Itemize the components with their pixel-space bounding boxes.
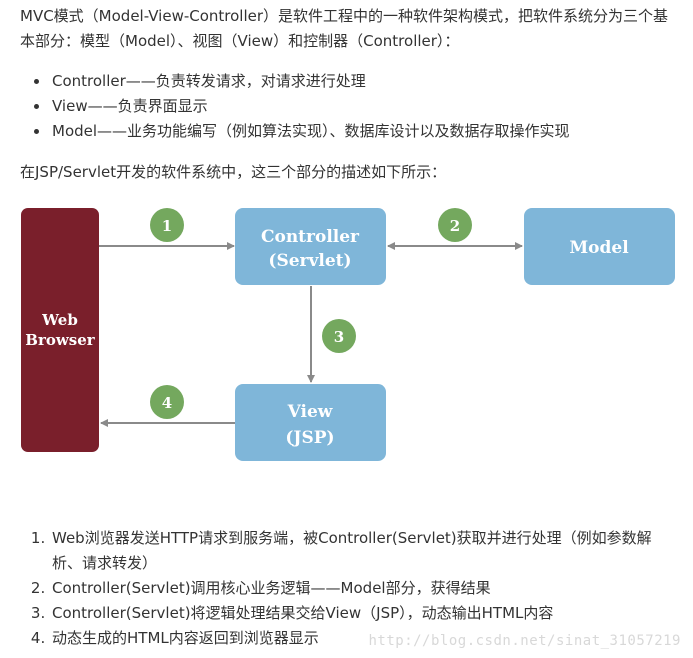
step-1-marker: 1 (150, 208, 184, 242)
svg-text:4: 4 (162, 394, 172, 412)
controller-label-line1: Controller (261, 227, 360, 247)
list-item-view: View——负责界面显示 (50, 94, 690, 119)
svg-text:3: 3 (334, 328, 344, 346)
svg-text:2: 2 (450, 217, 460, 235)
view-label-line1: View (287, 402, 333, 422)
model-box (524, 208, 675, 285)
step-item-2: Controller(Servlet)调用核心业务逻辑——Model部分，获得结… (50, 576, 670, 601)
step-item-4: 动态生成的HTML内容返回到浏览器显示 (50, 626, 670, 651)
controller-label-line2: (Servlet) (268, 251, 351, 271)
intro-paragraph: MVC模式（Model-View-Controller）是软件工程中的一种软件架… (20, 7, 669, 50)
model-label: Model (569, 238, 629, 258)
svg-text:1: 1 (162, 217, 172, 235)
request-flow-steps: Web浏览器发送HTTP请求到服务端，被Controller(Servlet)获… (30, 526, 670, 651)
web-browser-box (21, 208, 99, 452)
mvc-component-list: Controller——负责转发请求，对请求进行处理 View——负责界面显示 … (30, 69, 690, 144)
step-4-marker: 4 (150, 385, 184, 419)
step-item-3: Controller(Servlet)将逻辑处理结果交给View（JSP），动态… (50, 601, 670, 626)
step-3-marker: 3 (322, 319, 356, 353)
step-item-1: Web浏览器发送HTTP请求到服务端，被Controller(Servlet)获… (50, 526, 670, 576)
mvc-flow-diagram: Web Browser Controller (Servlet) Model V… (21, 208, 675, 461)
list-item-model: Model——业务功能编写（例如算法实现）、数据库设计以及数据存取操作实现 (50, 119, 690, 144)
web-browser-label-line1: Web (41, 311, 78, 329)
view-label-line2: (JSP) (285, 428, 334, 448)
view-box (235, 384, 386, 461)
web-browser-label-line2: Browser (25, 331, 95, 349)
list-item-controller: Controller——负责转发请求，对请求进行处理 (50, 69, 690, 94)
blog-watermark: http://blog.csdn.net/sinat_31057219 (368, 633, 681, 649)
jsp-servlet-sentence: 在JSP/Servlet开发的软件系统中，这三个部分的描述如下所示： (20, 163, 447, 181)
step-2-marker: 2 (438, 208, 472, 242)
controller-box (235, 208, 386, 285)
